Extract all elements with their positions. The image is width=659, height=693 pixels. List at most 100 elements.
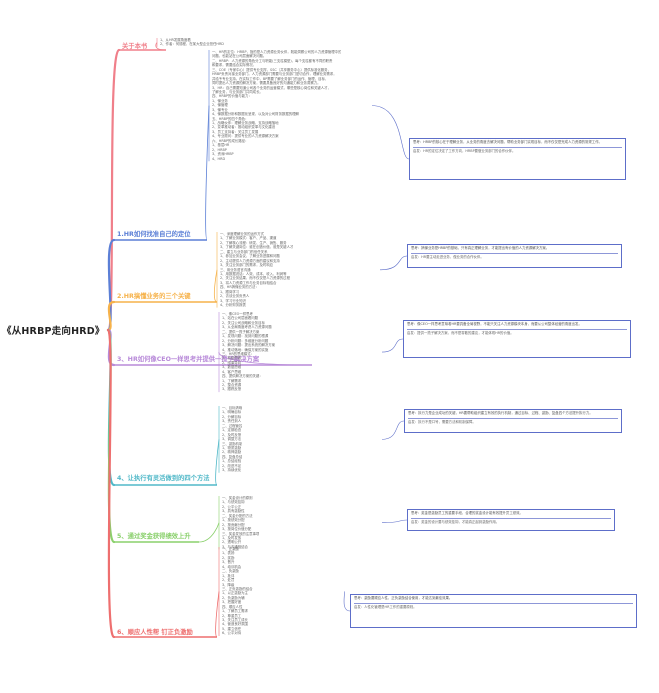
detail-line: 二、奖金分配的方法: [222, 513, 253, 518]
branch-details-1: 一、HR的定位：HRBP，指的是人力资源业务伙伴，既能洞察公司的人力资源管理中的…: [212, 50, 341, 161]
branch-details-4: 一、目标清晰 1、明确目标 2、分解目标 3、责任到人二、过程管控 1、定期检查…: [222, 406, 242, 473]
detail-line: 2、改进不足: [222, 463, 242, 468]
detail-line: 3、责任到人: [222, 419, 242, 424]
detail-line: 1、了解员工需求: [222, 609, 248, 614]
note-subtext: 启发：HR要主动走进业务，做业务的合作伙伴。: [411, 252, 618, 260]
detail-line: 1、表扬: [222, 551, 235, 556]
detail-line: 2、整合资源: [222, 383, 242, 387]
note-connector: [381, 420, 405, 440]
detail-line: 3、员工支持者：关注员工发展: [212, 129, 259, 134]
note-text: 思考：奖金是激励员工的重要手段，合理的奖金设计能有效提升员工绩效。: [411, 511, 523, 515]
detail-connector: [215, 591, 220, 638]
detail-line: 1、批评: [222, 573, 235, 578]
detail-line: 6、公平对待: [222, 631, 242, 636]
detail-line: 2、处罚: [222, 578, 235, 583]
detail-line: 3、资深HRBP: [212, 152, 234, 157]
root-node[interactable]: 《从HRBP走向HRD》: [2, 326, 105, 337]
detail-line: 2、懂管理: [212, 103, 228, 108]
branch-title-2[interactable]: 2.HR搞懂业务的三个关键: [117, 293, 191, 300]
note-connector: [371, 105, 410, 160]
detail-line: 1、定期检查: [222, 428, 242, 433]
detail-line: 1、明确目标: [222, 410, 242, 415]
detail-line: 三、COE（专家中心）提供专业支撑，SSC（共享服务中心）提供标准化服务，: [212, 67, 331, 72]
detail-line: 3、关注业务部门的需求，及时响应: [220, 263, 274, 268]
branch-title-5[interactable]: 5、通过奖金获得绩效上升: [117, 533, 191, 540]
branch-title-0[interactable]: 关于本书: [122, 43, 148, 50]
detail-line: 3、降级: [222, 582, 235, 587]
detail-line: 1、总结经验: [222, 459, 242, 464]
detail-line: 2、及时反馈: [222, 432, 242, 437]
detail-line: 1、基层HR: [212, 143, 230, 148]
note-box-3[interactable]: 思考：像CEO一样思考意味着HR要具备全局视野，不能只关注人力资源模块本身，而要…: [403, 320, 631, 358]
detail-line: 4、懂数据分析和数据化呈现，以及对公司财务数据的理解: [212, 112, 299, 117]
detail-connector: [215, 439, 220, 486]
detail-line: 1、及时发放: [222, 535, 242, 540]
detail-line: 一、目标清晰: [222, 406, 243, 410]
detail-line: 3、从全局角度考虑人力资源问题: [222, 325, 272, 330]
detail-line: 3、具有激励性: [222, 509, 245, 514]
branch-title-3[interactable]: 3、HR如何像CEO一样思考并提供一揽子解决方案: [117, 356, 260, 363]
detail-line: 1、以正激励为主: [222, 591, 248, 596]
detail-line: 四、HRBP的价值与能力：: [212, 94, 252, 99]
detail-line: 3、晋升: [222, 560, 235, 565]
detail-line: 一、深度理解业务的运作方式: [220, 232, 265, 236]
note-subtext: 启发：HR的定位决定了工作方向，HRBP要做业务部门的合作伙伴。: [413, 146, 622, 154]
detail-line: 1、与绩效挂钩: [222, 500, 245, 505]
note-box-4[interactable]: 思考：执行力是企业成功的关键，HR要帮助组织建立有效的执行机制，通过目标、过程、…: [404, 409, 622, 433]
branch-title-6[interactable]: 6、顺应人性帮 钉正负激励: [117, 629, 193, 636]
detail-line: 3、调整方法: [222, 437, 242, 442]
branch-title-4[interactable]: 4、让执行有灵活做到的四个方法: [117, 475, 210, 482]
branch-details-3: 一、像CEO一样思考 1、站在公司层面看问题 2、关注公司战略和业务目标 3、从…: [222, 312, 275, 392]
detail-line: 一、HR的定位：HRBP，指的是人力资源业务伙伴，既能洞察公司的人力资源管理中的: [212, 50, 342, 54]
detail-line: 4、分析财务报表: [220, 303, 246, 307]
detail-line: 1、站在公司层面看问题: [222, 316, 259, 321]
branch-details-5: 一、奖金设计的原则 1、与绩效挂钩 2、公平公正 3、具有激励性二、奖金分配的方…: [222, 496, 259, 549]
detail-line: 四、提供解决方案的关键：: [222, 374, 263, 379]
branch-details-6: 一、正激励 1、表扬 2、奖励 3、晋升 4、培训机会二、负激励 1、批评 2、…: [222, 547, 253, 636]
detail-line: 2、作者：何德程，在某大型企业担任HRD: [160, 42, 224, 47]
detail-line: 四、复盘总结: [222, 454, 243, 459]
detail-line: 3、按岗位价值分配: [222, 527, 252, 532]
branch-title-1[interactable]: 1.HR如何找准自己的定位: [117, 231, 191, 238]
detail-line: 三、HR的思维模式：: [222, 351, 255, 356]
detail-line: 1、物质激励: [222, 445, 242, 450]
detail-line: 1、用数据说话：人效、成本、收入、利润等: [220, 271, 287, 276]
detail-line: 3、将人力资源工作与业务目标相结合: [220, 280, 277, 285]
detail-line: 3、与沟通相结合: [222, 544, 248, 549]
detail-line: 2、变革推动者：推动组织变革与文化建设: [212, 125, 276, 130]
detail-line: 三、奖金发放的注意事项: [222, 531, 260, 536]
note-subtext: 启发：人性化管理是HR工作的重要原则。: [354, 602, 633, 610]
detail-line: 3、HR：自己需要知道公司各个业务的运营模式，哪些是核心岗位和关键人才，: [212, 85, 331, 90]
detail-connector: [213, 269, 218, 303]
detail-line: 三、正负激励的结合: [222, 586, 253, 591]
detail-line: 2、负激励为辅: [222, 595, 245, 600]
note-box-1[interactable]: 思考：HRBP的核心在于理解业务，从业务的角度去解决问题，帮助业务部门实现目标，…: [409, 138, 626, 180]
detail-line: 1、从HR发展角度看: [160, 38, 191, 42]
detail-line: 三、激励机制: [222, 441, 243, 446]
detail-line: 了解业务，与业务部门共同成长。: [212, 89, 263, 94]
detail-line: 3、解决问题：提出系统的解决方案: [222, 343, 276, 348]
detail-line: 3、了解关键岗位：谁在创造价值，谁是关键人才: [220, 245, 294, 250]
detail-line: 2、透明公开: [222, 540, 242, 545]
detail-line: 2、分解目标: [222, 414, 242, 419]
detail-line: 2、关注业务结果，而不仅仅是人力资源的过程: [220, 276, 290, 281]
note-box-5[interactable]: 思考：奖金是激励员工的重要手段，合理的奖金设计能有效提升员工绩效。启发：奖金的设…: [407, 509, 615, 531]
detail-line: 3、持续优化: [222, 468, 242, 473]
detail-line: 3、数据思维: [222, 365, 242, 370]
detail-line: 二、HRBP：人力资源的角色分工与职能(三支柱模型)，每个支柱都有不同的职责: [212, 58, 333, 63]
detail-line: 1、懂业务: [212, 98, 228, 103]
note-box-6[interactable]: 思考：激励要顺应人性，正负激励结合使用，才能达到最佳效果。启发：人性化管理是HR…: [350, 594, 637, 628]
detail-line: 3、把握好度: [222, 600, 242, 605]
detail-line: 1、按绩效分配: [222, 518, 245, 523]
detail-line: 3、懂专业: [212, 107, 228, 112]
note-subtext: 启发：提供一揽子解决方案，而不是零散的建议，才能体现HR的价值。: [407, 328, 627, 336]
detail-line: 三、用业务语言沟通: [220, 267, 251, 272]
note-text: 思考：HRBP的核心在于理解业务，从业务的角度去解决问题，帮助业务部门实现目标，…: [413, 140, 602, 144]
detail-line: 四、HR搞懂业务的方法：: [220, 285, 259, 290]
detail-line: 和要求，需要结合实际情况。: [212, 63, 257, 68]
detail-line: HRBP负责对接业务部门。人力资源部门需要与业务部门密切合作，理解业务需求，: [212, 72, 337, 77]
note-box-2[interactable]: 思考：搞懂业务是HRBP的基础，只有真正理解业务，才能提出有价值的人力资源解决方…: [407, 244, 622, 268]
detail-line: 1、战略伙伴：理解业务战略，支持战略落地: [212, 121, 279, 125]
